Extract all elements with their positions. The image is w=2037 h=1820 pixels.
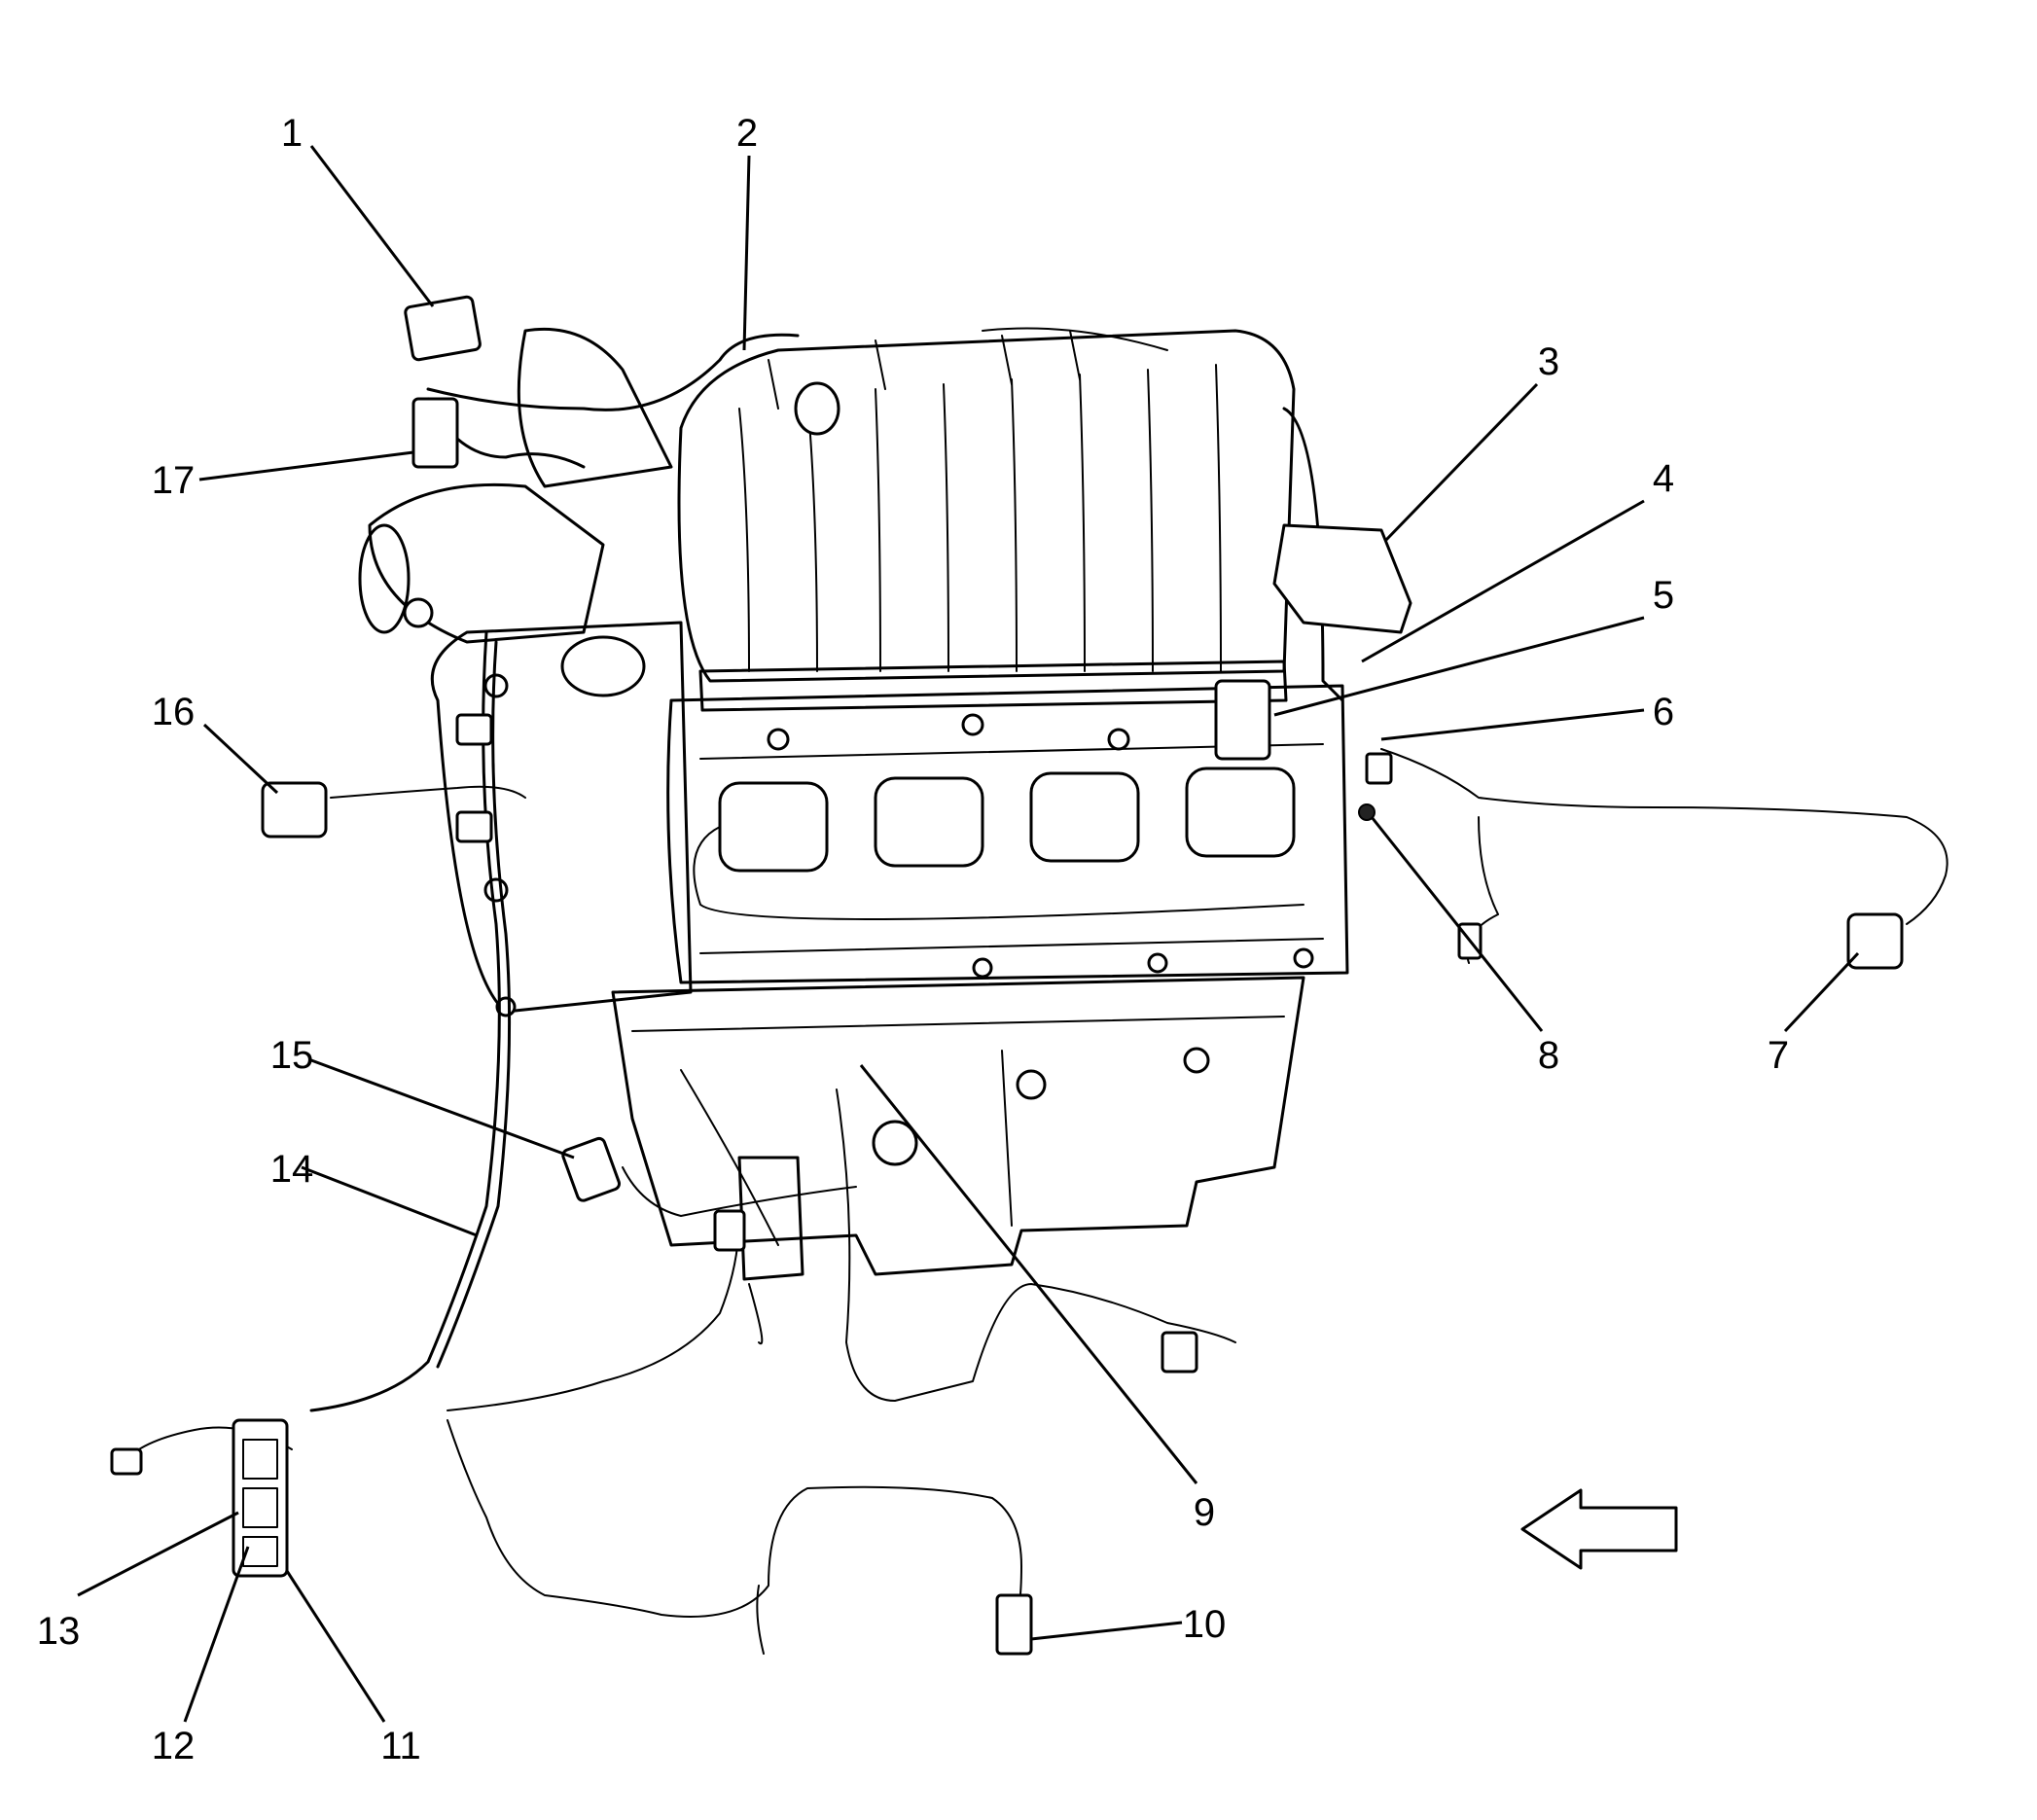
callout-14: 14 [270,1148,314,1191]
leader-11 [285,1570,386,1723]
leader-3 [1384,382,1539,542]
leader-lines [77,145,1860,1723]
connectors [110,295,1904,1656]
callout-16: 16 [152,691,196,733]
wiring-harness [125,333,1948,1655]
callout-6: 6 [1653,691,1674,733]
connector-17 [411,397,459,469]
callout-10: 10 [1183,1603,1227,1646]
callout-11: 11 [380,1725,421,1767]
callout-9: 9 [1194,1491,1215,1534]
callout-12: 12 [152,1725,196,1767]
front-arrow-icon [1520,1488,1678,1570]
leader-14 [301,1165,478,1237]
leader-10 [1030,1621,1183,1641]
leader-1 [309,145,435,307]
connector-block-11-13 [232,1418,289,1578]
callout-7: 7 [1768,1034,1789,1077]
callout-8: 8 [1538,1034,1559,1077]
leader-5 [1273,616,1645,717]
leader-4 [1361,499,1645,663]
callout-13: 13 [37,1610,81,1653]
connector-15 [561,1136,621,1202]
callout-17: 17 [152,459,196,502]
connector-3 [1272,523,1412,634]
leader-15 [310,1058,575,1160]
leader-7 [1783,951,1860,1033]
callout-4: 4 [1653,457,1674,500]
engine-drawing [358,327,1349,1345]
leader-6 [1380,708,1645,741]
sensor-8 [1358,803,1376,821]
leader-17 [198,450,414,482]
leader-13 [77,1511,239,1597]
connector-5 [1214,679,1271,761]
leader-8 [1370,816,1544,1032]
connector-1 [404,295,482,362]
callout-15: 15 [270,1034,314,1077]
connector-10 [995,1593,1033,1656]
connector-7 [1846,912,1904,970]
callout-5: 5 [1653,574,1674,617]
callout-labels: 1 2 3 4 5 6 7 8 9 10 11 12 13 14 15 16 1… [37,112,1789,1767]
callout-3: 3 [1538,340,1559,383]
leader-9 [859,1064,1198,1484]
connector-16 [261,781,328,839]
leader-2 [742,155,751,351]
leader-12 [183,1546,250,1723]
callout-2: 2 [736,112,758,155]
callout-1: 1 [281,112,303,155]
leader-16 [202,723,279,795]
